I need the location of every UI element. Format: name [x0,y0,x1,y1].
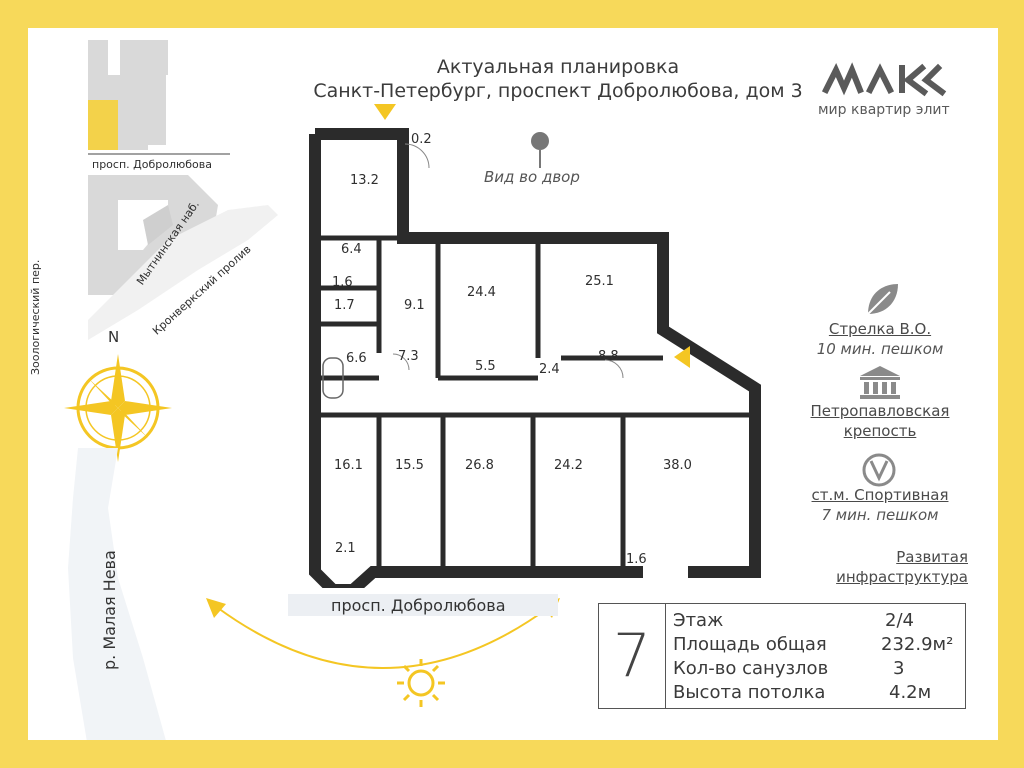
room-1-6-a: 1.6 [332,275,353,290]
room-15-5: 15.5 [395,458,424,473]
sun-icon [397,659,445,707]
room-6-4: 6.4 [341,242,362,257]
room-1-6-b: 1.6 [626,552,647,567]
room-9-1: 9.1 [404,298,425,313]
room-6-6: 6.6 [346,351,367,366]
landmark-fortress-line1: Петропавловская [810,402,950,420]
room-16-1: 16.1 [334,458,363,473]
landmark-strelka-note: 10 мин. пешком [816,340,944,358]
info-label-area: Площадь общая [673,634,827,655]
room-24-4: 24.4 [467,285,496,300]
balcony-arrow-icon [674,346,690,368]
room-2-4: 2.4 [539,362,560,377]
fortress-icon [860,366,900,399]
bottom-street-label: просп. Добролюбова [331,596,506,615]
bottom-street-band [288,594,558,616]
view-label: Вид во двор [484,168,580,186]
room-0-2: 0.2 [411,132,432,147]
apartment-plan [309,128,761,588]
metro-icon [862,453,896,487]
landmark-metro: ст.м. Спортивная [811,486,949,504]
brand-logo: мир квартир элит [818,60,958,122]
infrastructure-line2: инфраструктура [836,568,968,586]
room-1-7: 1.7 [334,298,355,313]
compass-north-label: N [108,328,120,346]
apartment-info-box: 7 Этаж 2/4 Площадь общая 232.9м² Кол-во … [598,603,966,709]
info-value-area: 232.9м² [881,634,954,655]
room-5-5: 5.5 [475,359,496,374]
room-13-2: 13.2 [350,173,379,188]
infrastructure-line1: Развитая [896,548,968,566]
info-label-floor: Этаж [673,610,724,631]
plan-title: Актуальная планировка [436,56,680,78]
locator-map: просп. Добролюбова Зоологический пер. Мы… [29,40,278,375]
room-8-8: 8.8 [598,349,619,364]
info-value-bathrooms: 3 [893,658,905,679]
locator-street-top: просп. Добролюбова [92,158,212,171]
brand-logo-icon [821,62,947,97]
room-7-3: 7.3 [398,349,419,364]
room-24-2: 24.2 [554,458,583,473]
info-value-floor: 2/4 [885,610,914,631]
info-label-ceiling: Высота потолка [673,682,826,703]
info-label-bathrooms: Кол-во санузлов [673,658,829,679]
room-25-1: 25.1 [585,274,614,289]
view-pin-icon [531,132,549,168]
brand-name: мир квартир элит [818,102,950,118]
plan-address: Санкт-Петербург, проспект Добролюбова, д… [313,80,803,102]
entrance-arrow-icon [374,104,396,120]
locator-map-shapes [88,40,278,340]
locator-lane-left-label: Зоологический пер. [29,259,42,375]
landmark-strelka: Стрелка В.О. [828,320,932,338]
river-shape [68,448,166,740]
landmark-fortress-line2: крепость [843,422,917,440]
info-value-ceiling: 4.2м [889,682,932,703]
room-38-0: 38.0 [663,458,692,473]
leaf-icon [867,284,898,315]
room-26-8: 26.8 [465,458,494,473]
floor-plan-sheet: Актуальная планировка Санкт-Петербург, п… [28,28,998,740]
floor-plan-number: 7 [599,604,666,708]
room-2-1: 2.1 [335,541,356,556]
landmark-metro-note: 7 мин. пешком [821,506,939,524]
river-label: р. Малая Нева [100,550,119,670]
